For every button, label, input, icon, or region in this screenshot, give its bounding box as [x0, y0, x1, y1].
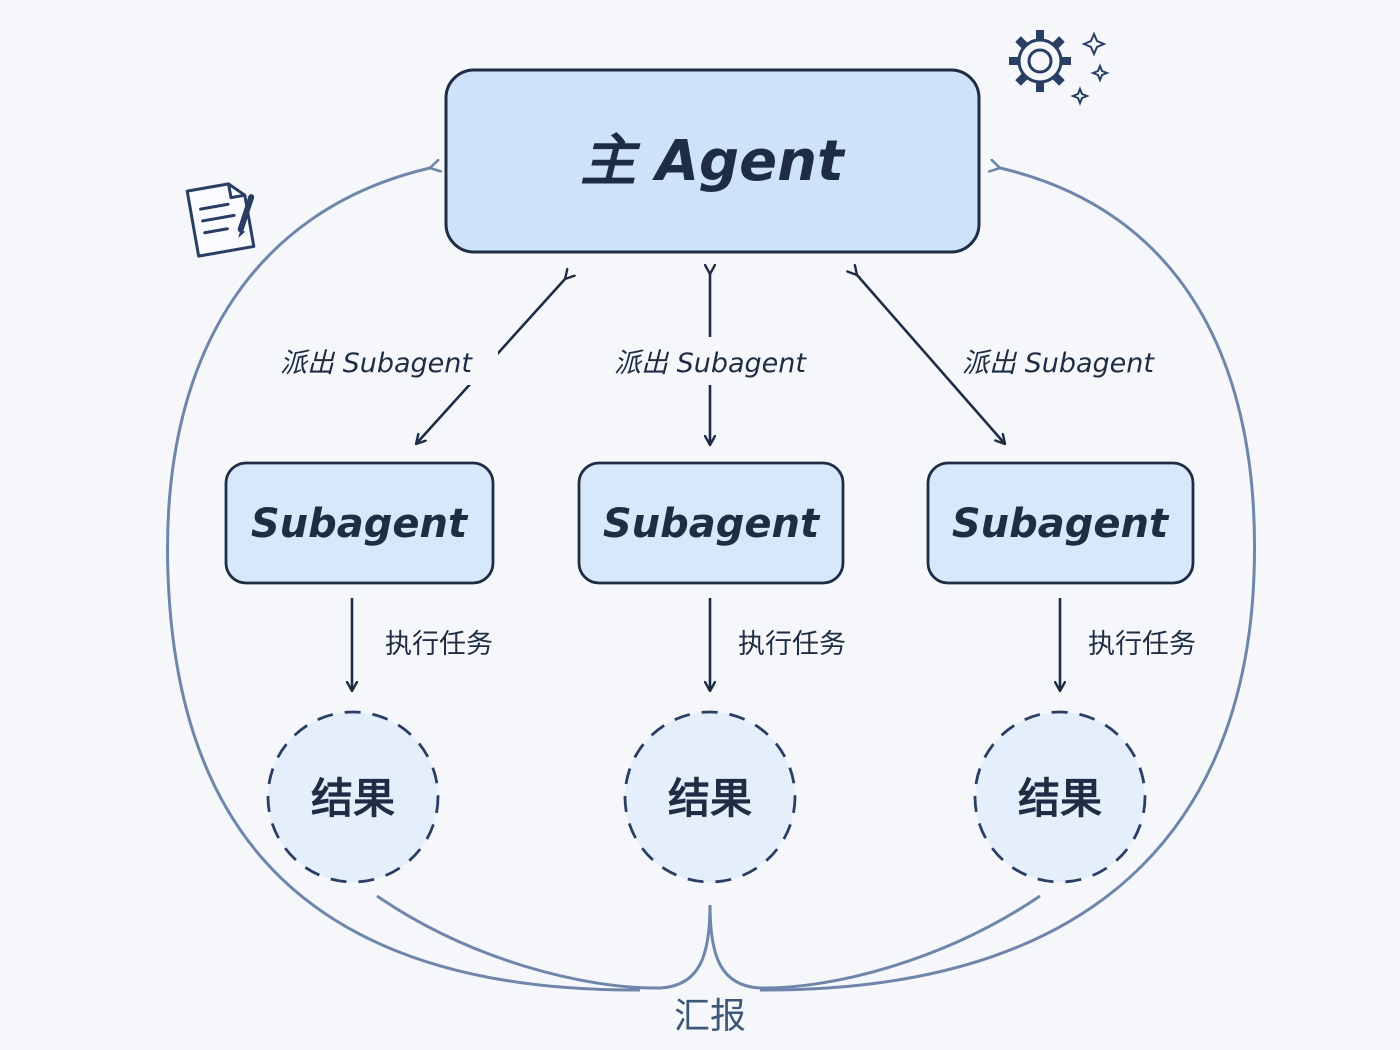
report-label: 汇报 — [674, 996, 746, 1037]
right-feedback-loop — [759, 168, 1257, 992]
subagent-label-left: Subagent — [251, 501, 469, 547]
execute-label-right: 执行任务 — [1088, 629, 1196, 660]
subagent-label-middle: Subagent — [603, 501, 821, 547]
main-agent-label: 主 Agent — [580, 129, 846, 194]
subagent-box-left: Subagent — [224, 461, 495, 585]
result-circle-middle: 结果 — [623, 710, 797, 884]
spawn-label-middle: 派出 Subagent — [614, 348, 807, 379]
result-label-left: 结果 — [311, 774, 395, 823]
main-agent-box: 主 Agent — [444, 68, 981, 254]
result-circle-right: 结果 — [973, 710, 1147, 884]
spawn-label-right: 派出 Subagent — [962, 348, 1155, 379]
subagent-label-right: Subagent — [952, 501, 1170, 547]
subagent-box-right: Subagent — [926, 461, 1195, 585]
result-merge-left — [376, 894, 712, 990]
spawn-label-middle-bg — [608, 337, 834, 385]
spawn-arrow-right — [857, 275, 1005, 444]
gear-sparkles-icon — [1009, 30, 1110, 106]
subagent-box-middle: Subagent — [577, 461, 845, 585]
result-label-right: 结果 — [1018, 774, 1102, 823]
execute-label-left: 执行任务 — [385, 629, 493, 660]
spawn-label-left-bg — [276, 337, 498, 385]
document-pencil-icon — [185, 182, 256, 258]
spawn-label-left: 派出 Subagent — [280, 348, 473, 379]
result-label-middle: 结果 — [668, 774, 752, 823]
result-merge-right — [708, 894, 1041, 990]
left-feedback-loop — [166, 168, 641, 992]
spawn-label-right-bg — [955, 337, 1187, 385]
execute-label-middle: 执行任务 — [738, 629, 846, 660]
result-circle-left: 结果 — [266, 710, 440, 884]
